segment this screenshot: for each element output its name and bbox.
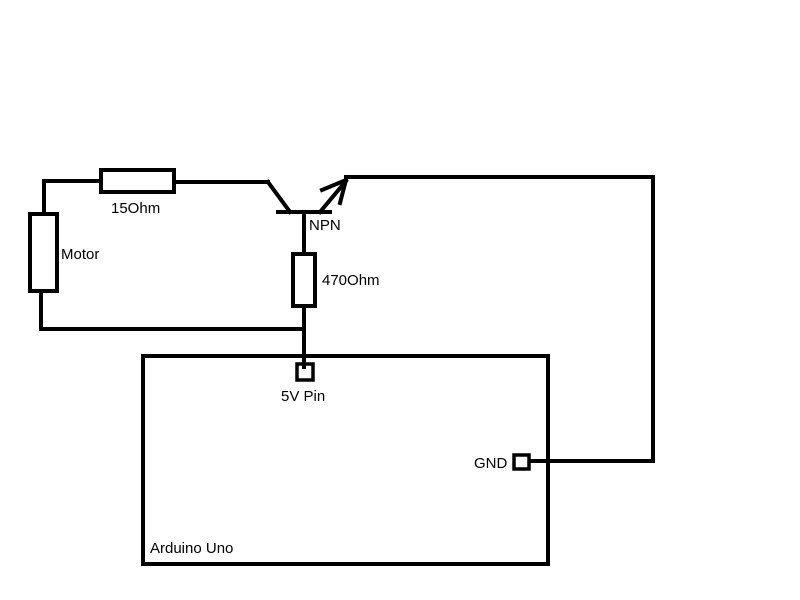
- motor: [28, 212, 59, 293]
- label-resistor-470ohm: 470Ohm: [322, 272, 380, 289]
- label-5v-pin: 5V Pin: [281, 388, 325, 405]
- label-resistor-15ohm: 15Ohm: [111, 200, 160, 217]
- arduino-uno-board: [141, 354, 550, 566]
- label-transistor-npn: NPN: [309, 217, 341, 234]
- pin-gnd-icon: [512, 453, 531, 471]
- transistor-emitter-arrow-icon: [319, 176, 349, 206]
- label-arduino-uno: Arduino Uno: [150, 540, 233, 557]
- pin-5v-icon: [295, 362, 315, 382]
- label-gnd: GND: [474, 455, 508, 472]
- transistor-collector: [265, 179, 293, 215]
- resistor-470ohm: [291, 252, 317, 308]
- transistor-emitter: [317, 178, 349, 215]
- wire-motor-to-resistor-15: [42, 179, 103, 215]
- resistor-15ohm: [99, 168, 176, 194]
- wire-emitter-to-gnd: [344, 175, 655, 463]
- label-motor: Motor: [61, 246, 99, 263]
- wire-motor-bottom: [39, 289, 306, 331]
